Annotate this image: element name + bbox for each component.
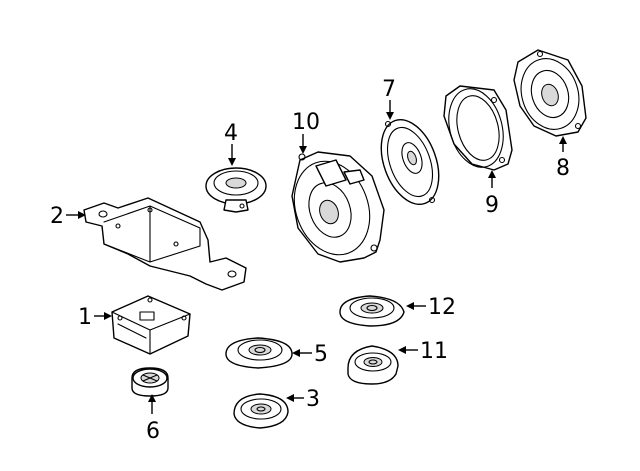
part-3-tweeter [233,393,289,429]
part-12-tweeter [339,295,405,327]
callout-7: 7 [382,77,396,102]
part-5-tweeter [225,337,293,369]
part-6-tweeter [131,367,169,397]
arrowhead-10 [299,146,307,154]
arrowhead-9 [488,170,496,178]
callout-11: 11 [420,339,448,364]
callout-1: 1 [78,305,92,330]
arrowhead-8 [559,136,567,144]
callout-3: 3 [306,387,320,412]
part-10-woofer [291,151,385,263]
callout-labels: 2 1 6 4 10 7 9 8 12 5 11 3 [50,77,570,444]
arrowhead-4 [228,158,236,166]
part-4-speaker [205,167,267,213]
callout-6: 6 [146,419,160,444]
arrowhead-11 [398,346,406,354]
callout-10: 10 [292,110,320,135]
callout-9: 9 [485,193,499,218]
part-8-speaker [513,49,587,137]
callout-12: 12 [428,295,456,320]
part-11-tweeter [347,345,399,385]
callout-2: 2 [50,204,64,229]
arrowhead-3 [286,394,294,402]
part-7-speaker [380,119,440,205]
arrowhead-5 [292,349,300,357]
arrowhead-2 [78,211,86,219]
part-1-amplifier-module [111,295,191,355]
callout-8: 8 [556,156,570,181]
callout-5: 5 [314,342,328,367]
arrowhead-6 [148,394,156,402]
leader-arrows [66,100,567,414]
part-2-amplifier-bracket [83,197,247,291]
arrowhead-12 [406,302,414,310]
arrowhead-1 [104,312,112,320]
arrowhead-7 [386,112,394,120]
callout-4: 4 [224,121,238,146]
part-9-spacer-ring [443,85,513,171]
